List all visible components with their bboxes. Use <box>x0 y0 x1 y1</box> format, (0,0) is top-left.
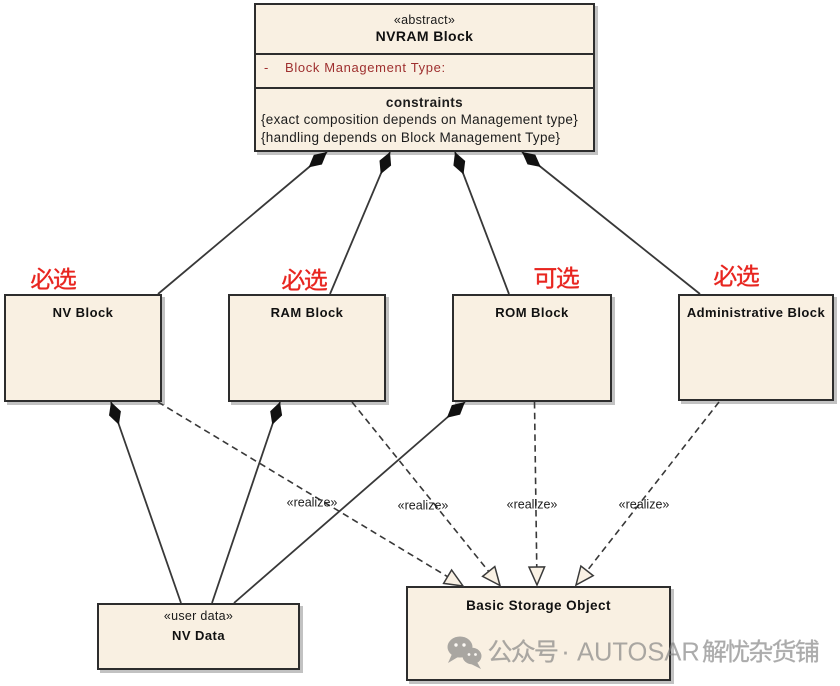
svg-text:«realize»: «realize» <box>398 499 449 513</box>
svg-text:AUTOSAR: AUTOSAR <box>577 639 700 667</box>
svg-text:«realize»: «realize» <box>619 498 670 512</box>
svg-text:·: · <box>561 637 570 667</box>
svg-text:«realize»: «realize» <box>507 498 558 512</box>
svg-text:«realize»: «realize» <box>287 496 338 510</box>
